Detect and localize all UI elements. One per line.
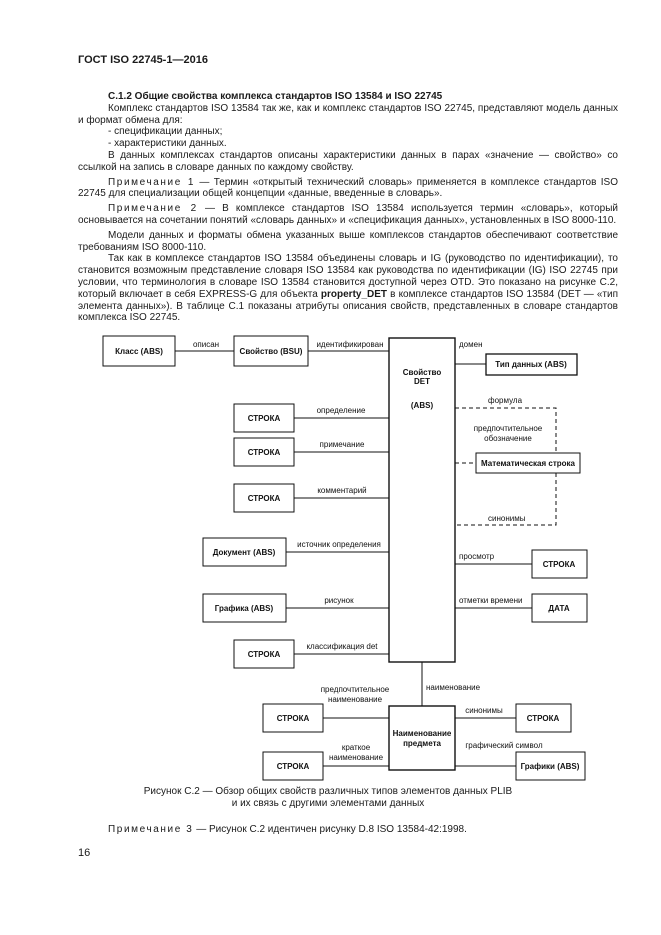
label-predp-naim-2: наименование — [328, 695, 383, 704]
label-predp-1: предпочтительное — [474, 424, 543, 433]
note-1-label: Примечание 1 — [108, 176, 195, 188]
box-stroka-1-label: СТРОКА — [248, 414, 281, 423]
page-number: 16 — [78, 847, 91, 859]
box-stroka-2-label: СТРОКА — [248, 448, 281, 457]
box-stroka-3-label: СТРОКА — [248, 494, 281, 503]
note-2: Примечание 2 — В комплексе стандартов IS… — [78, 203, 618, 227]
box-det-line2: DET — [414, 377, 430, 386]
box-stroka-b1-label: СТРОКА — [277, 714, 310, 723]
box-svoistvo-bsu-label: Свойство (BSU) — [240, 347, 303, 356]
caption-line-2: и их связь с другими элементами данных — [231, 798, 425, 809]
note-2-label: Примечание 2 — [108, 203, 198, 215]
document-header: ГОСТ ISO 22745-1—2016 — [78, 54, 208, 66]
box-naim-line1: Наименование — [393, 729, 452, 738]
label-predp-2: обозначение — [484, 434, 532, 443]
note-3-label: Примечание 3 — [108, 824, 194, 835]
label-istochnik: источник определения — [297, 540, 381, 549]
box-mat-stroka — [475, 452, 581, 474]
label-naimenovanie: наименование — [426, 683, 481, 692]
note-2-text: — В комплексе стандартов ISO 13584 испол… — [78, 203, 618, 226]
figure-caption: Рисунок С.2 — Обзор общих свойств различ… — [78, 786, 578, 810]
box-stroka-4-label: СТРОКА — [248, 650, 281, 659]
box-naim-line2: предмета — [403, 739, 441, 748]
note-1: Примечание 1 — Термин «открытый техничес… — [78, 177, 618, 201]
box-tip-dannyh-label: Тип данных (ABS) — [495, 360, 567, 369]
box-grafika-label: Графика (ABS) — [215, 604, 274, 613]
property-det-term: property_DET — [320, 288, 388, 300]
box-det-line3: (ABS) — [411, 401, 434, 410]
paragraph-3: Модели данных и форматы обмена указанных… — [78, 229, 618, 253]
label-formula: формула — [488, 396, 523, 405]
label-opisan: описан — [193, 340, 219, 349]
box-stroka-b3-label: СТРОКА — [527, 714, 560, 723]
label-prosmotr: просмотр — [459, 552, 495, 561]
label-predp-naim-1: предпочтительное — [321, 685, 390, 694]
label-sinonimy: синонимы — [488, 514, 526, 523]
paragraph-2: В данных комплексах стандартов описаны х… — [78, 149, 618, 173]
label-kratkoe-2: наименование — [329, 753, 384, 762]
paragraph-4: Так как в комплексе стандартов ISO 13584… — [78, 253, 619, 324]
box-stroka-r1-label: СТРОКА — [543, 560, 576, 569]
box-dokument-label: Документ (ABS) — [213, 548, 276, 557]
note-1-text: — Термин «открытый технический словарь» … — [78, 176, 618, 200]
bullet-2: - характеристики данных. — [108, 138, 227, 150]
box-data-label: ДАТА — [548, 604, 569, 613]
box-naimenovanie — [388, 705, 456, 771]
label-graf-simvol: графический символ — [465, 741, 543, 750]
label-sinonimy-2: синонимы — [465, 706, 503, 715]
bullet-1: - спецификации данных; — [108, 126, 223, 138]
box-mat-stroka-label: Математическая строка — [481, 459, 575, 468]
label-klassifikatsiya: классификация det — [306, 642, 378, 651]
box-grafiki-label: Графики (ABS) — [521, 762, 580, 771]
box-klass-label: Класс (ABS) — [115, 347, 163, 356]
label-kommentariy: комментарий — [317, 486, 366, 495]
label-primechanie: примечание — [320, 440, 365, 449]
box-stroka-b2-label: СТРОКА — [277, 762, 310, 771]
note-3: Примечание 3 — Рисунок С.2 идентичен рис… — [108, 824, 467, 835]
caption-line-1: Рисунок С.2 — Обзор общих свойств различ… — [143, 786, 513, 797]
box-det-line1: Свойство — [403, 368, 442, 377]
label-risunok: рисунок — [324, 596, 354, 605]
box-det — [388, 337, 456, 663]
paragraph-1: Комплекс стандартов ISO 13584 так же, ка… — [78, 102, 618, 126]
note-3-text: — Рисунок С.2 идентичен рисунку D.8 ISO … — [193, 824, 467, 835]
section-body: C.1.2 Общие свойства комплекса стандарто… — [78, 91, 618, 324]
label-identifikatsiya: идентификирован — [316, 340, 383, 349]
label-opredelenie: определение — [317, 406, 366, 415]
label-kratkoe-1: краткое — [342, 743, 371, 752]
label-otmetki: отметки времени — [459, 596, 522, 605]
section-title: C.1.2 Общие свойства комплекса стандарто… — [108, 91, 443, 102]
label-domen: домен — [459, 340, 482, 349]
